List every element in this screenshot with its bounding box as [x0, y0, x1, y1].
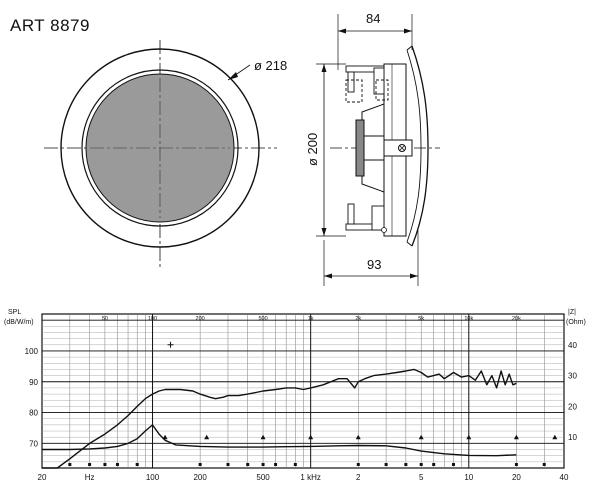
right-axis-unit: (Ohm) [566, 319, 586, 326]
bottom-tick-label: 2 [356, 473, 361, 482]
frequency-marker-square [135, 463, 139, 466]
triangle-marker [162, 434, 168, 440]
triangle-marker [466, 434, 472, 440]
frequency-marker-square [432, 463, 436, 466]
frequency-marker-square [198, 463, 202, 466]
side-view: 84 ø 200 93 [305, 11, 440, 286]
bottom-tick-label: 5 [419, 473, 424, 482]
frequency-marker-square [542, 463, 546, 466]
left-tick-label: 70 [29, 439, 38, 448]
frequency-marker-square [293, 463, 297, 466]
bottom-tick-label: 1 kHz [300, 473, 320, 482]
top-tick-label: 500 [258, 316, 267, 322]
frequency-marker-square [404, 463, 408, 466]
top-tick-label: 50 [102, 316, 108, 322]
top-tick-label: 20k [512, 316, 521, 322]
frequency-marker-square [68, 463, 72, 466]
left-axis-title: SPL [8, 309, 21, 316]
bottom-tick-label: 100 [146, 473, 160, 482]
frequency-marker-square [514, 463, 518, 466]
triangle-marker [308, 434, 314, 440]
bottom-tick-label: 40 [560, 473, 569, 482]
frequency-marker-square [226, 463, 230, 466]
top-tick-label: 200 [196, 316, 205, 322]
top-tick-label: 1k [308, 316, 314, 322]
triangle-marker [355, 434, 361, 440]
plus-marker [167, 341, 174, 348]
triangle-marker [513, 434, 519, 440]
front-diameter-label: ø 218 [254, 58, 287, 73]
top-tick-label: 100 [148, 316, 157, 322]
left-tick-label: 90 [29, 378, 38, 387]
frequency-marker-square [356, 463, 360, 466]
triangle-marker [418, 434, 424, 440]
right-tick-label: 20 [568, 402, 577, 411]
frequency-marker-square [261, 463, 265, 466]
left-tick-label: 100 [25, 347, 39, 356]
frequency-marker-square [115, 463, 119, 466]
left-tick-label: 80 [29, 409, 38, 418]
speaker-magnet [355, 119, 365, 177]
bottom-tick-label: 20 [512, 473, 521, 482]
impedance-curve [42, 424, 517, 457]
front-bezel [411, 45, 429, 247]
frequency-marker-square [419, 463, 423, 466]
frequency-marker-square [246, 463, 250, 466]
bottom-tick-label: Hz [85, 473, 95, 482]
spl-curve [42, 368, 517, 469]
height-dimension-label: ø 200 [305, 133, 320, 166]
depth-dimension-label: 93 [367, 257, 381, 272]
right-tick-label: 10 [568, 433, 577, 442]
left-axis-unit: (dB/W/m) [4, 319, 34, 326]
lower-clamp [345, 203, 387, 233]
upper-clamp [345, 65, 389, 103]
model-title: ART 8879 [10, 16, 90, 35]
frequency-marker-square [384, 463, 388, 466]
frequency-marker-square [274, 463, 278, 466]
width-dimension-label: 84 [366, 11, 380, 26]
triangle-marker [552, 434, 558, 440]
bottom-tick-label: 20 [38, 473, 47, 482]
right-tick-label: 30 [568, 372, 577, 381]
bottom-tick-label: 200 [193, 473, 207, 482]
top-tick-label: 2k [355, 316, 361, 322]
right-tick-label: 40 [568, 341, 577, 350]
right-axis-title: |Z| [568, 309, 576, 316]
top-tick-label: 5k [418, 316, 424, 322]
chart-markers [68, 341, 558, 466]
front-inner-ring [81, 69, 239, 227]
frequency-marker-square [451, 463, 455, 466]
top-tick-label: 10k [464, 316, 473, 322]
triangle-marker [204, 434, 210, 440]
bottom-tick-label: 10 [464, 473, 473, 482]
bottom-tick-label: 500 [256, 473, 270, 482]
front-view: ø 218 [44, 40, 287, 268]
triangle-marker [260, 434, 266, 440]
frequency-marker-square [103, 463, 107, 466]
frequency-marker-square [88, 463, 92, 466]
front-outer-ring [60, 48, 260, 248]
chart-series [42, 368, 517, 469]
